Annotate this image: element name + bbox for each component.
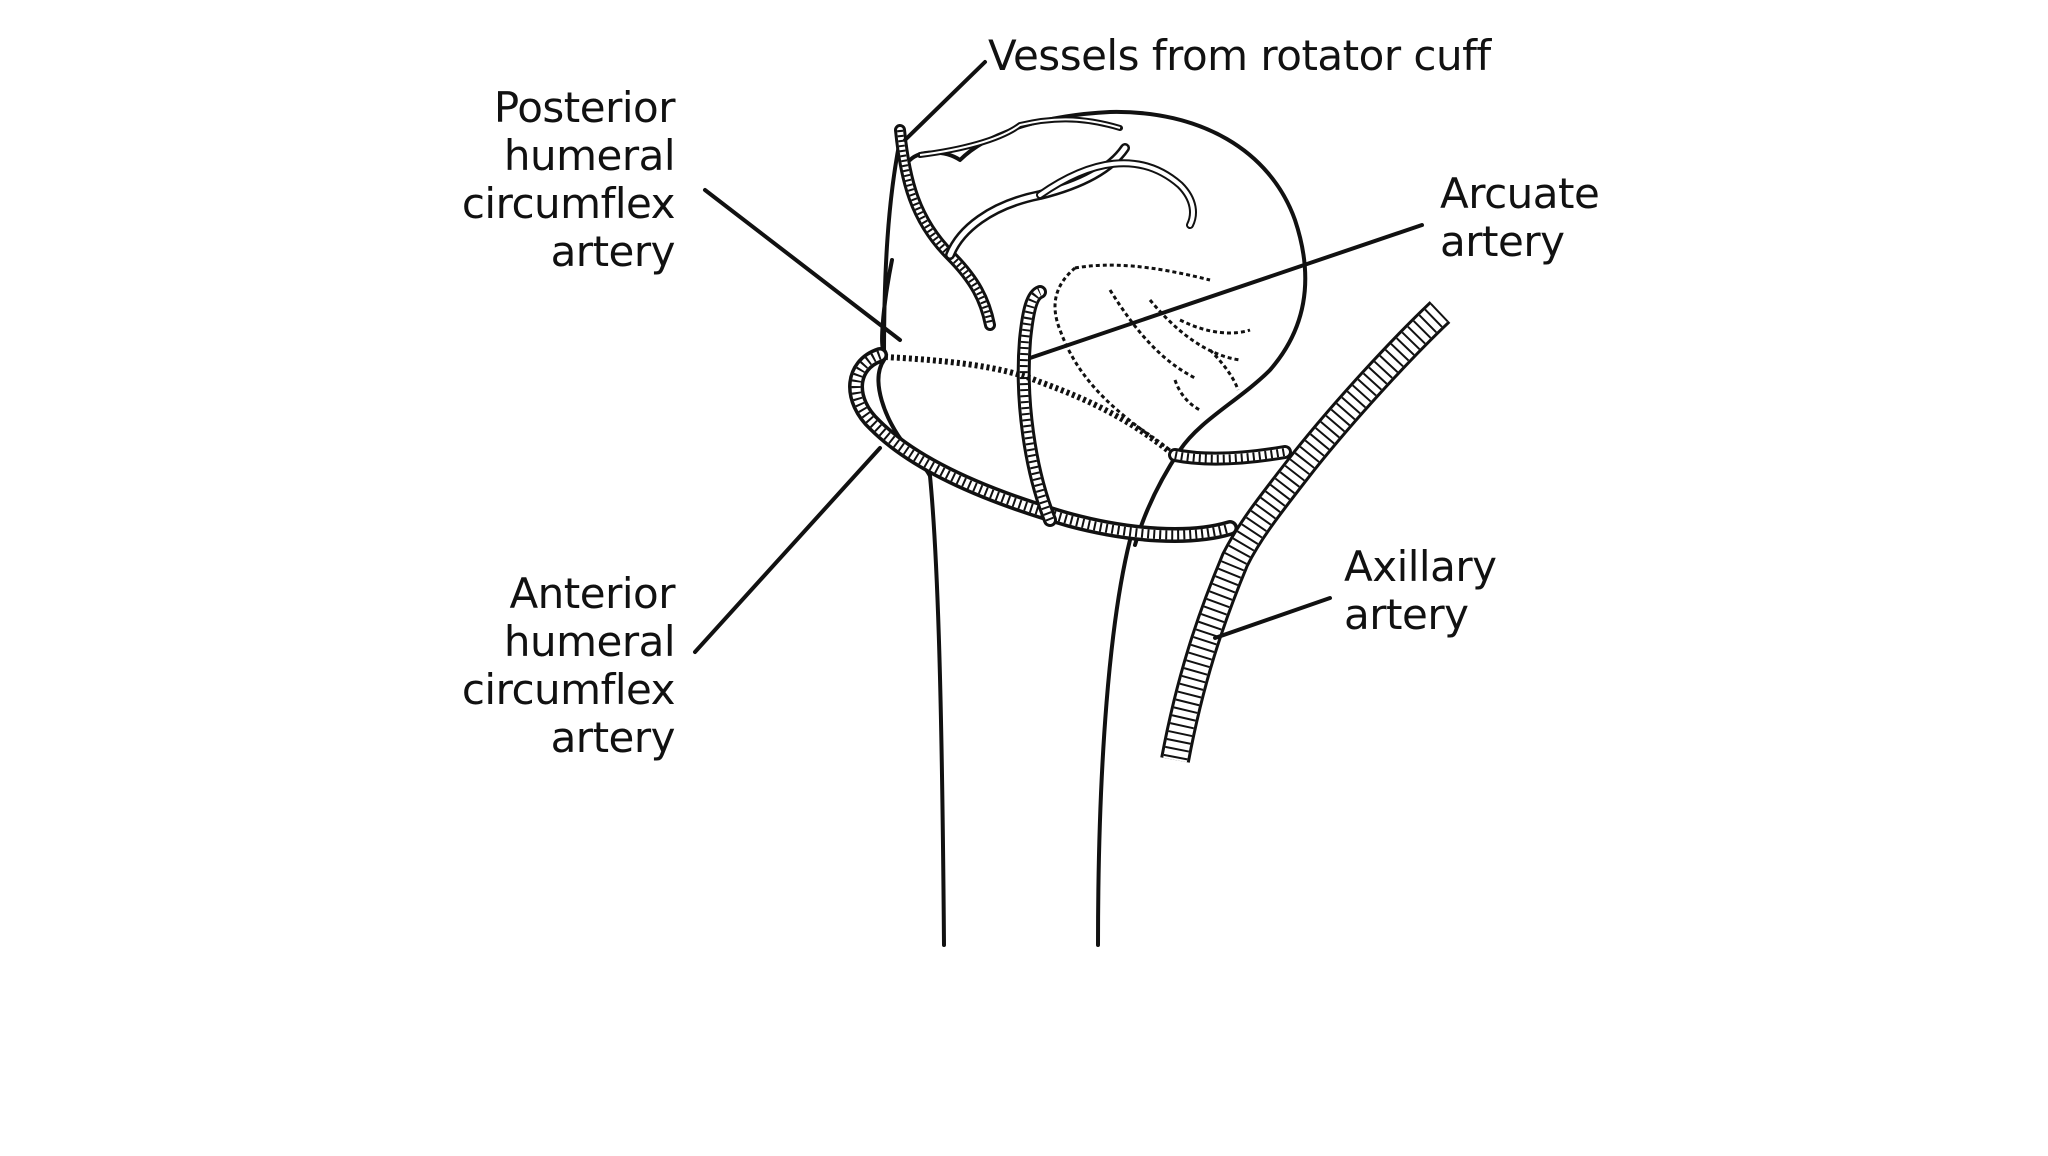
vessels-from-rotator-cuff-label: Vessels from rotator cuff <box>988 32 1491 80</box>
arcuate-label-line2: artery <box>1440 217 1565 266</box>
rotator-cuff-vessels <box>894 116 1197 331</box>
vessels-label-text: Vessels from rotator cuff <box>988 31 1491 80</box>
posterior-label-line1: Posterior <box>493 83 676 132</box>
arcuate-vessel <box>1016 285 1057 527</box>
axillary-label-line2: artery <box>1344 590 1469 639</box>
anterior-label-line4: artery <box>550 713 676 762</box>
humerus-shaft-right-edge <box>1096 538 1132 947</box>
anterior-humeral-circumflex-artery-label: Anterior humeral circumflex artery <box>440 569 676 762</box>
anterior-label-line3: circumflex <box>461 665 676 714</box>
anterior-label-line2: humeral <box>503 617 676 666</box>
anterior-circumflex-vessel <box>848 347 1238 543</box>
anterior-label-line1: Anterior <box>509 569 675 618</box>
posterior-label-line3: circumflex <box>461 179 676 228</box>
axillary-artery-label: Axillary artery <box>1344 542 1497 639</box>
axillary-artery-vessel <box>1160 301 1451 763</box>
axillary-label-line1: Axillary <box>1344 542 1497 591</box>
leader-lines <box>693 60 1424 654</box>
leader-anterior <box>693 446 882 654</box>
posterior-circumflex-dashed <box>884 354 1172 455</box>
arcuate-artery-label: Arcuate artery <box>1440 169 1600 266</box>
arcuate-label-line1: Arcuate <box>1440 169 1600 218</box>
leader-vessels <box>903 60 987 142</box>
leader-posterior <box>703 188 902 342</box>
humeral-head-left-edge <box>882 138 902 357</box>
posterior-label-line2: humeral <box>503 131 676 180</box>
humerus-shaft-left-edge <box>928 474 946 947</box>
posterior-circumflex-branch <box>1168 445 1292 466</box>
leader-arcuate <box>1028 223 1424 360</box>
posterior-label-line4: artery <box>550 227 676 276</box>
posterior-humeral-circumflex-artery-label: Posterior humeral circumflex artery <box>440 83 676 276</box>
leader-axillary <box>1213 596 1332 640</box>
